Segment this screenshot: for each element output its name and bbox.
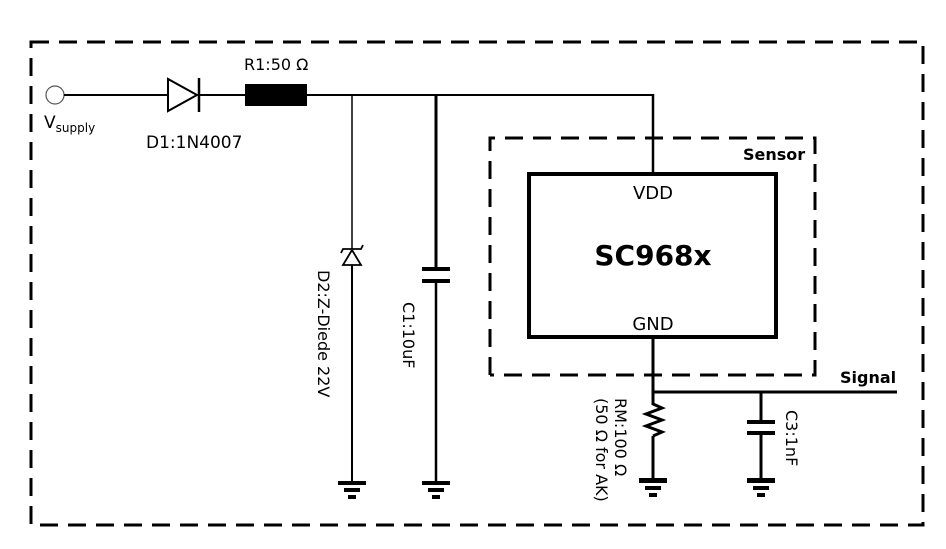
d1-label: D1:1N4007 [146,133,242,153]
ic-sc968x [527,172,778,339]
d2-label: D2:Z-Diede 22V [314,270,333,397]
ic-name: SC968x [594,239,711,272]
vsupply-label: Vsupply [44,113,95,135]
ground-symbol-c1 [422,481,450,499]
ic-pin-vdd: VDD [633,183,673,204]
capacitor-c3 [747,420,775,435]
ground-symbol-d2 [338,481,366,499]
outer-boundary [29,40,925,527]
c1-label: C1:10uF [399,302,418,368]
ic-pin-gnd: GND [632,314,673,335]
r1-label: R1:50 Ω [244,55,308,74]
c3-label: C3:1nF [782,410,801,466]
resistor-r1 [245,84,307,106]
capacitor-c1 [422,267,450,283]
sensor-label: Sensor [743,145,805,164]
ground-symbol-rm [639,478,667,497]
rm-label-line1: RM:100 Ω [611,398,630,476]
rm-label-line2: (50 Ω for AK) [592,398,611,502]
resistor-rm [641,402,667,438]
sensor-boundary [488,136,817,377]
ground-symbol-c3 [747,478,775,497]
diode-d1 [167,77,201,113]
vsupply-terminal[interactable] [45,85,65,105]
signal-label: Signal [840,368,896,387]
